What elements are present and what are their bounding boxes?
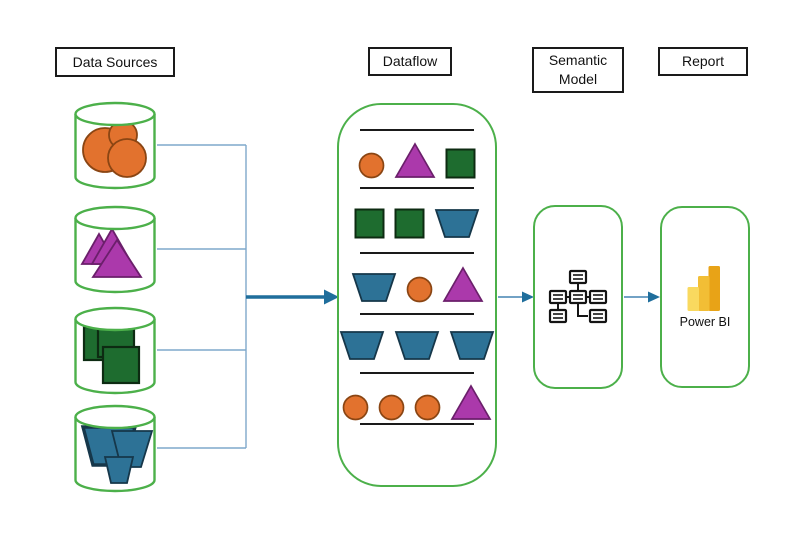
semantic-model-label-text: Semantic Model <box>548 52 608 87</box>
data-source-cylinder-squares-source <box>72 303 158 399</box>
dataflow-separator <box>360 129 474 131</box>
data-source-cylinder-triangles-source <box>72 202 158 298</box>
data-source-cylinder-trapezoids-source <box>72 401 158 497</box>
database-cylinder-icon <box>74 306 156 395</box>
shape-square <box>445 148 476 179</box>
shape-circle <box>414 394 441 421</box>
semantic-to-report-arrow <box>624 291 660 303</box>
shape-square <box>394 208 425 239</box>
dataflow-label-text: Dataflow <box>382 53 438 70</box>
database-cylinder-icon <box>74 404 156 493</box>
report-label: Report <box>658 47 748 76</box>
powerbi-label: Power BI <box>679 315 731 329</box>
data-sources-label-text: Data Sources <box>72 53 158 70</box>
data-sources-label: Data Sources <box>55 47 175 77</box>
shape-circle <box>358 152 385 179</box>
shape-trapezoid <box>449 331 495 360</box>
semantic-model-label: Semantic Model <box>532 47 624 93</box>
shape-triangle <box>442 266 483 302</box>
dataflow-container <box>337 103 497 487</box>
shape-trapezoid <box>351 273 396 302</box>
dataflow-separator <box>360 423 474 425</box>
dataflow-separator <box>360 372 474 374</box>
shape-triangle <box>450 384 492 420</box>
dataflow-label: Dataflow <box>368 47 452 76</box>
shape-circle <box>406 276 432 303</box>
source-connector-lines <box>157 144 247 449</box>
dataflow-separator <box>360 252 474 254</box>
shape-circle <box>378 394 405 421</box>
semantic-model-icon <box>548 269 608 324</box>
report-label-text: Report <box>681 53 725 70</box>
powerbi-logo-block: Power BI <box>679 265 731 329</box>
dataflow-separator <box>360 313 474 315</box>
database-cylinder-icon <box>74 101 156 190</box>
dataflow-row <box>339 199 495 239</box>
dataflow-to-semantic-arrow <box>498 291 534 303</box>
dataflow-row <box>339 139 495 179</box>
shape-triangle <box>394 142 436 178</box>
dataflow-row <box>339 263 495 303</box>
shape-trapezoid <box>339 331 385 360</box>
powerbi-icon <box>687 266 720 311</box>
database-cylinder-icon <box>74 205 156 294</box>
shape-trapezoid <box>394 331 440 360</box>
shape-circle <box>342 394 369 421</box>
dataflow-row <box>339 381 495 421</box>
data-source-cylinder-circles-source <box>72 98 158 194</box>
dataflow-separator <box>360 187 474 189</box>
dataflow-input-arrow <box>246 289 339 305</box>
shape-trapezoid <box>434 209 480 238</box>
shape-square <box>354 208 385 239</box>
report-card: Power BI <box>660 206 750 388</box>
semantic-model-card <box>533 205 623 389</box>
dataflow-row <box>339 325 495 361</box>
